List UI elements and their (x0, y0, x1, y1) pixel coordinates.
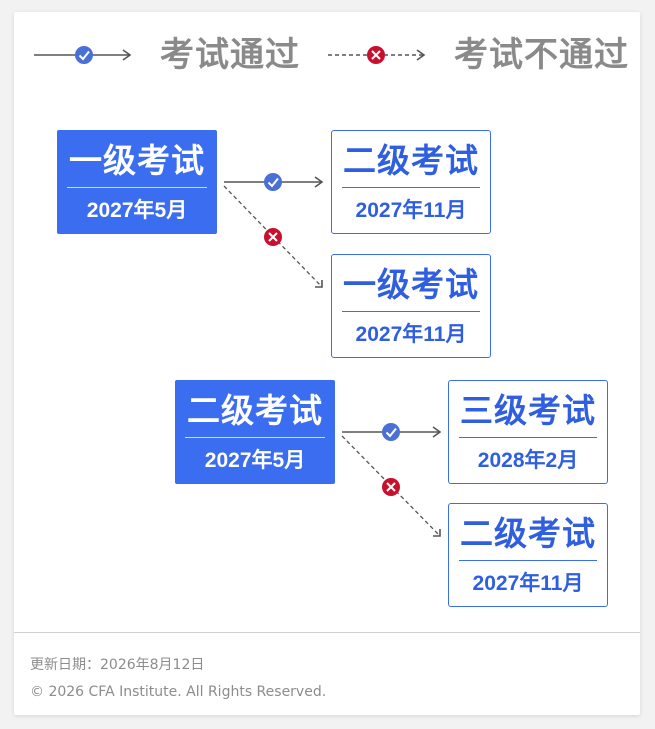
divider (67, 187, 207, 188)
exam-node-title: 一级考试 (343, 265, 479, 304)
exam-node-title: 二级考试 (343, 141, 479, 180)
legend-fail-label: 考试不通过 (454, 35, 629, 75)
group2-fail-connector (341, 435, 441, 537)
exam-node-group2-fail: 二级考试 2027年11月 (448, 503, 608, 607)
exam-node-title: 三级考试 (460, 391, 596, 430)
check-icon (75, 46, 93, 64)
exam-node-date: 2027年11月 (355, 323, 467, 346)
group2-pass-connector (342, 423, 442, 441)
exam-node-date: 2027年5月 (86, 199, 188, 222)
footer-divider (14, 632, 640, 633)
legend-pass-connector (34, 46, 132, 64)
exam-node-title: 一级考试 (69, 141, 205, 180)
divider (185, 437, 325, 438)
exam-node-group1-source: 一级考试 2027年5月 (57, 130, 217, 234)
exam-node-date: 2028年2月 (477, 449, 579, 472)
exam-node-date: 2027年11月 (355, 199, 467, 222)
divider (342, 311, 480, 312)
group1-pass-connector (224, 173, 324, 191)
check-icon (264, 173, 282, 191)
exam-node-title: 二级考试 (460, 514, 596, 553)
divider (459, 560, 597, 561)
check-icon (382, 423, 400, 441)
legend-fail-connector (328, 46, 426, 64)
exam-node-date: 2027年11月 (472, 572, 584, 595)
exam-node-group1-pass: 二级考试 2027年11月 (331, 130, 491, 234)
exam-node-date: 2027年5月 (204, 449, 306, 472)
exam-node-group2-source: 二级考试 2027年5月 (175, 380, 335, 484)
footer-updated-date: 更新日期：2026年8月12日 (30, 657, 205, 673)
divider (342, 187, 480, 188)
divider (459, 437, 597, 438)
group1-fail-connector (223, 185, 323, 288)
exam-node-group1-fail: 一级考试 2027年11月 (331, 254, 491, 358)
footer-copyright: © 2026 CFA Institute. All Rights Reserve… (30, 684, 327, 700)
legend-pass-label: 考试通过 (160, 35, 300, 75)
exam-node-title: 二级考试 (187, 391, 323, 430)
exam-node-group2-pass: 三级考试 2028年2月 (448, 380, 608, 484)
